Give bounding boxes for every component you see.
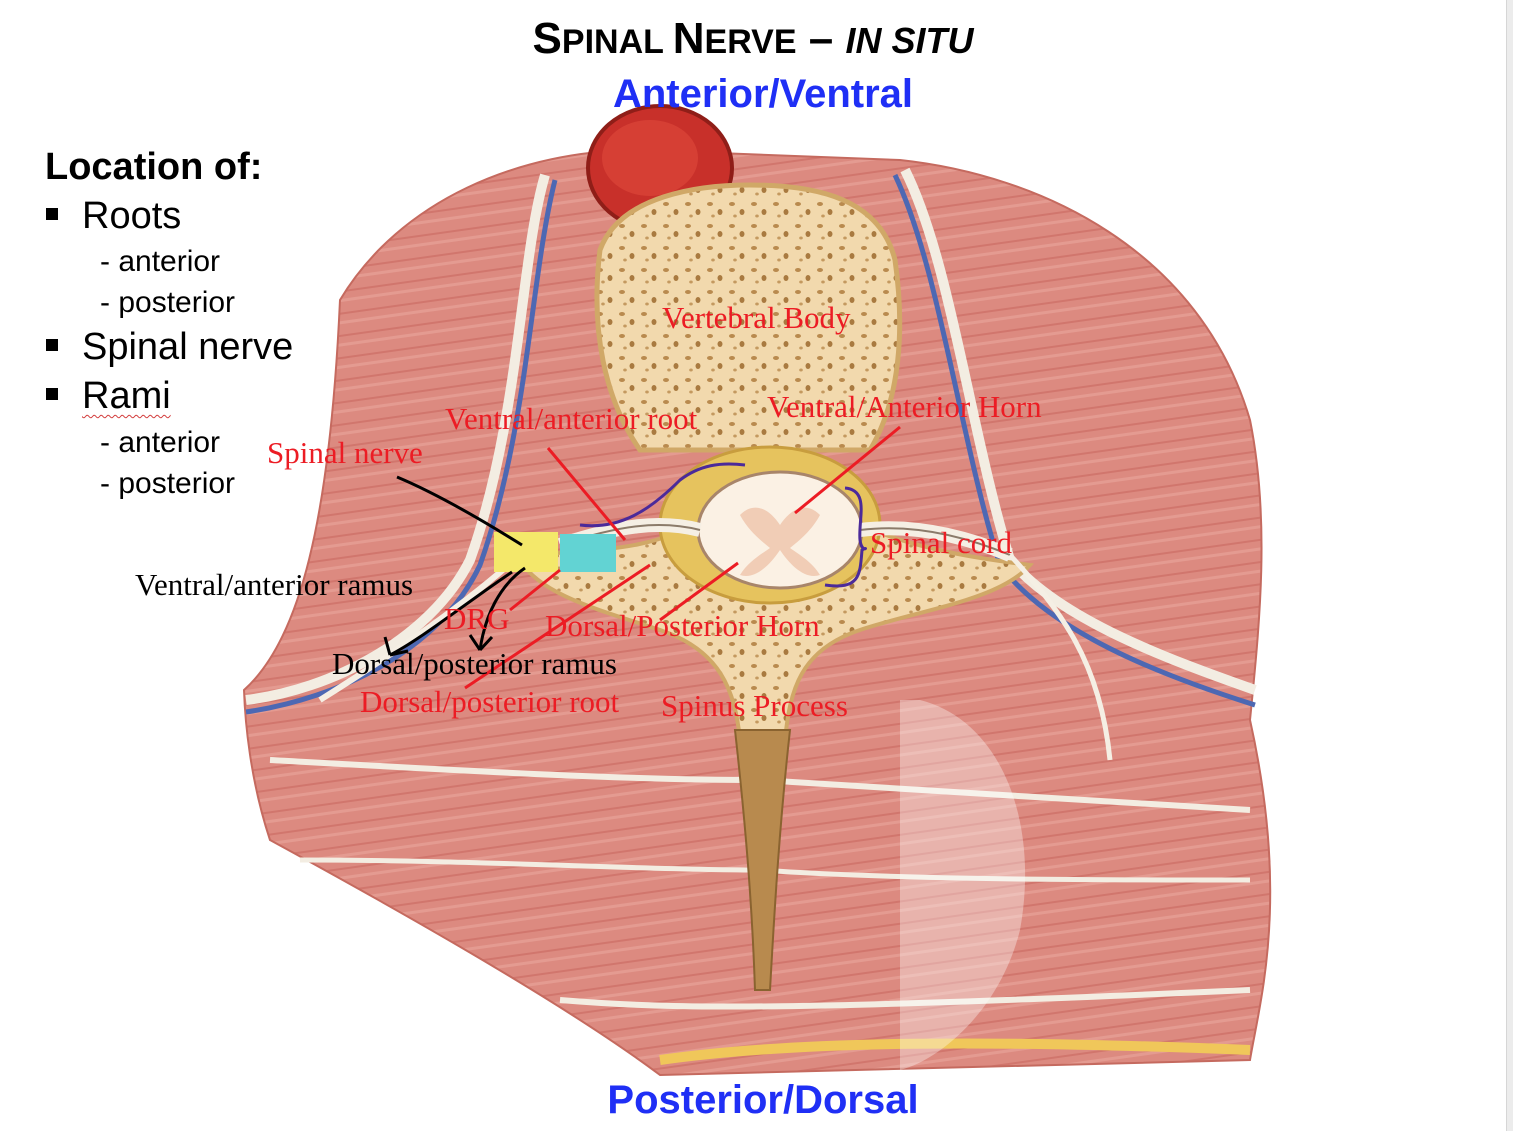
spinous-process — [733, 729, 792, 991]
leader-drg — [509, 568, 561, 612]
list-item-roots: Roots — [46, 195, 181, 238]
arrow-ventral-ramus — [389, 570, 513, 657]
list-item-rami: Rami — [46, 375, 171, 418]
ramus-left-path — [318, 552, 523, 703]
leader-spinal-nerve — [396, 475, 523, 547]
leader-dorsal-root — [464, 563, 651, 690]
label-ventral-anterior-horn: Ventral/Anterior Horn — [767, 389, 1042, 424]
fascia-lower-3 — [559, 987, 1251, 1010]
list-subitem: - anterior — [100, 426, 221, 459]
leader-ventral-root — [546, 447, 627, 541]
title-n: N — [672, 14, 705, 63]
location-heading: Location of: — [45, 146, 263, 188]
label-dorsal-posterior-root: Dorsal/posterior root — [360, 684, 620, 719]
title-in-situ: IN SITU — [845, 20, 974, 61]
slide-title: SPINAL NERVE – IN SITU — [0, 14, 1506, 64]
orientation-bottom: Posterior/Dorsal — [607, 1078, 919, 1122]
purple-brace — [824, 486, 867, 588]
bullet-square-icon — [46, 207, 58, 220]
list-subitem: - posterior — [100, 467, 236, 500]
title-erve: ERVE — [704, 23, 797, 61]
fascia-left — [245, 173, 550, 705]
window-edge — [1506, 0, 1513, 1131]
title-dash: – — [796, 14, 846, 63]
spinal-nerve-highlight — [494, 532, 558, 572]
label-spinal-nerve: Spinal nerve — [267, 435, 423, 470]
label-spinus-process: Spinus Process — [661, 688, 848, 723]
label-vertebral-body: Vertebral Body — [662, 300, 851, 335]
label-dorsal-posterior-horn: Dorsal/Posterior Horn — [545, 608, 820, 643]
ramus-right-path — [1008, 553, 1113, 761]
leader-dorsal-horn — [659, 561, 739, 622]
label-ventral-anterior-root: Ventral/anterior root — [445, 401, 698, 436]
list-subitem: - posterior — [100, 286, 236, 319]
list-item-spinal-nerve: Spinal nerve — [46, 326, 293, 369]
skin-bottom — [659, 1038, 1251, 1065]
title-pinal: PINAL — [561, 23, 664, 61]
title-s: S — [532, 14, 562, 63]
label-spinal-cord: Spinal cord — [870, 525, 1013, 560]
label-drg: DRG — [444, 601, 510, 636]
orientation-top: Anterior/Ventral — [612, 72, 914, 116]
translucent-overlay — [900, 700, 1026, 1070]
fascia-right — [900, 167, 1257, 695]
drg-highlight — [560, 534, 616, 572]
bullet-square-icon — [46, 338, 58, 351]
arrow-dorsal-ramus — [478, 566, 526, 651]
vertebral-body — [594, 182, 903, 453]
grey-matter — [740, 507, 820, 576]
leader-ventral-horn — [794, 425, 901, 515]
list-subitem: - anterior — [100, 245, 221, 278]
bullet-square-icon — [46, 387, 58, 400]
label-dorsal-posterior-ramus: Dorsal/posterior ramus — [332, 646, 617, 681]
label-ventral-anterior-ramus: Ventral/anterior ramus — [135, 567, 414, 602]
